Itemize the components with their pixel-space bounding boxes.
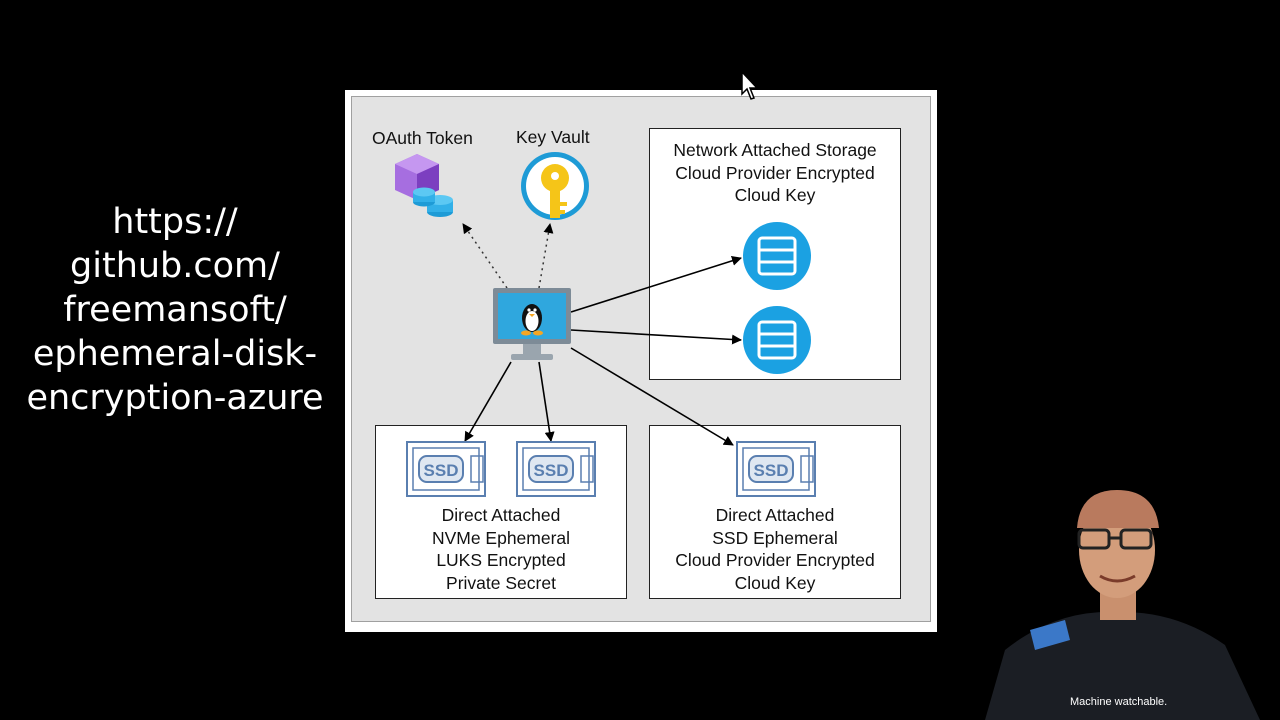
box-line: Cloud Provider Encrypted	[675, 550, 875, 570]
oauth-token-icon	[395, 154, 453, 217]
ssd-icon: SSD	[406, 441, 486, 497]
box-line: Cloud Key	[734, 185, 816, 205]
box-line: LUKS Encrypted	[436, 550, 566, 570]
ssd-icon: SSD	[516, 441, 596, 497]
oauth-token-label: OAuth Token	[372, 128, 473, 148]
box-line: SSD Ephemeral	[712, 527, 838, 548]
arrow-to-disk-1	[570, 255, 742, 313]
arrow-to-ssd-c	[570, 347, 734, 446]
box-line: Cloud Provider Encrypted	[675, 162, 875, 183]
keyvault-arrow	[538, 223, 554, 289]
ssd-icon: SSD	[736, 441, 816, 497]
network-storage-text: Network Attached Storage Cloud Provider …	[650, 139, 900, 207]
ssd-chip-label: SSD	[754, 461, 789, 480]
box-line: Direct Attached	[441, 505, 561, 525]
repo-url: https:// github.com/ freemansoft/ epheme…	[0, 200, 350, 420]
shirt-text: Machine watchable.	[1070, 696, 1168, 708]
ssd-chip-label: SSD	[424, 461, 459, 480]
ssd-ephemeral-box: Direct Attached SSD Ephemeral Cloud Prov…	[649, 425, 901, 599]
disk-icon	[743, 222, 811, 290]
url-line: github.com/	[70, 246, 280, 286]
key-vault-label: Key Vault	[516, 127, 590, 147]
linux-vm-icon	[493, 288, 571, 360]
key-vault-icon	[521, 152, 589, 220]
box-line: NVMe Ephemeral	[431, 527, 571, 548]
nvme-ephemeral-box: Direct Attached NVMe Ephemeral LUKS Encr…	[375, 425, 627, 599]
ssd-box-text: Direct Attached SSD Ephemeral Cloud Prov…	[650, 504, 900, 594]
url-line: https://	[112, 202, 238, 242]
url-line: ephemeral-disk-	[32, 334, 318, 374]
arrow-to-disk-2	[570, 329, 742, 345]
diagram-slide: Network Attached Storage Cloud Provider …	[345, 90, 937, 632]
arrow-to-ssd-a	[464, 361, 512, 442]
box-line: Direct Attached	[715, 505, 835, 525]
url-line: encryption-azure	[26, 378, 324, 418]
diagram-graphics: SSD SSD SSD	[395, 152, 816, 497]
arrow-to-ssd-b	[538, 361, 555, 442]
box-line: Private Secret	[446, 572, 556, 593]
ssd-chip-label: SSD	[534, 461, 569, 480]
nvme-box-text: Direct Attached NVMe Ephemeral LUKS Encr…	[376, 504, 626, 594]
presenter-webcam	[985, 490, 1260, 720]
disk-icon	[743, 306, 811, 374]
box-line: Network Attached Storage	[673, 140, 877, 160]
oauth-arrow	[462, 223, 508, 289]
box-line: Cloud Key	[734, 572, 816, 593]
mouse-cursor-icon	[741, 70, 759, 100]
url-line: freemansoft/	[63, 290, 287, 330]
